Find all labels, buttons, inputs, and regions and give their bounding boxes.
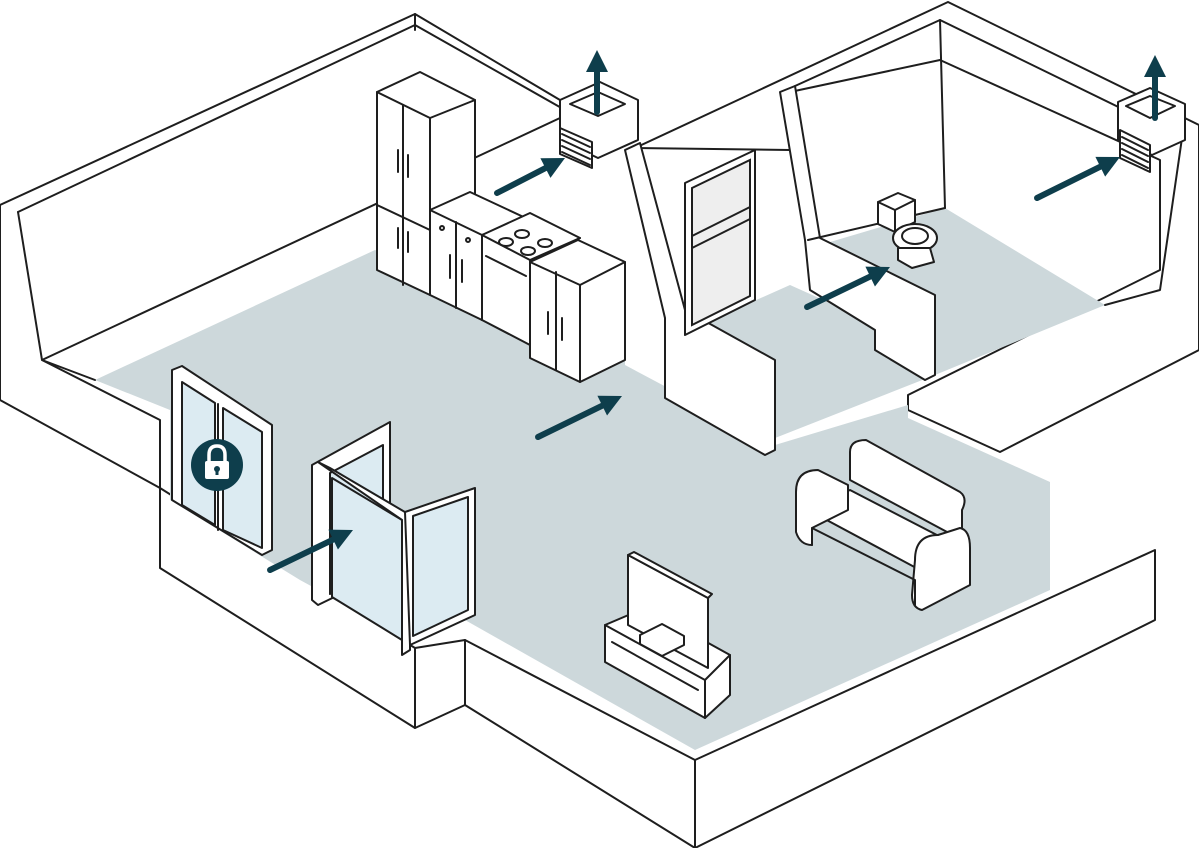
arrow-head	[1144, 55, 1166, 77]
burner	[514, 229, 530, 239]
bathroom-floor	[820, 208, 1105, 375]
interior-door	[684, 149, 756, 336]
balcony-side-glass	[331, 477, 403, 641]
sofa-back	[849, 439, 966, 541]
airflow-arrow-icon	[535, 395, 622, 440]
tv-set	[604, 551, 731, 719]
airflow-arrows	[267, 50, 1166, 573]
airflow-arrow-icon	[804, 266, 890, 310]
toilet-tank	[877, 192, 916, 233]
exhaust-arrow-icon	[1144, 55, 1166, 121]
airflow-arrow-icon	[267, 529, 353, 573]
arrow-head	[1095, 156, 1120, 177]
padlock-icon	[191, 439, 243, 491]
arrow-head	[540, 158, 565, 178]
toilet	[877, 192, 938, 269]
sofa-left-arm	[795, 469, 849, 546]
arrow-shaft	[494, 164, 551, 196]
front-right-wall	[464, 639, 696, 848]
airflow-arrow-icon	[1034, 156, 1120, 201]
front-right-wall-top	[694, 549, 1156, 848]
arrow-head	[586, 50, 608, 72]
sofa	[795, 439, 971, 611]
front-main-wall	[414, 639, 466, 729]
partition-wall	[624, 142, 776, 456]
burner	[498, 237, 514, 247]
kitchen	[376, 71, 626, 383]
arrow-shaft	[267, 535, 338, 573]
kitchen-vent-shaft	[559, 81, 639, 169]
balcony-window-glass	[412, 496, 469, 637]
bathroom-front-wall	[779, 85, 936, 381]
kitchen-vent-grille	[559, 127, 593, 169]
arrow-head	[328, 529, 353, 550]
arrow-shaft	[1034, 162, 1106, 201]
arrow-head	[865, 266, 890, 287]
main-floor	[95, 250, 1050, 750]
arrow-shaft	[804, 272, 875, 310]
exhaust-arrow-icon	[586, 50, 608, 115]
airflow-arrow-icon	[494, 158, 565, 196]
bathroom-vent-shaft	[1117, 87, 1186, 173]
burner	[537, 238, 553, 248]
arrow-shaft	[535, 401, 608, 440]
base-cabinet-right	[529, 239, 626, 383]
burner	[520, 246, 536, 256]
arrow-head	[597, 395, 622, 416]
balcony-door	[311, 421, 476, 656]
